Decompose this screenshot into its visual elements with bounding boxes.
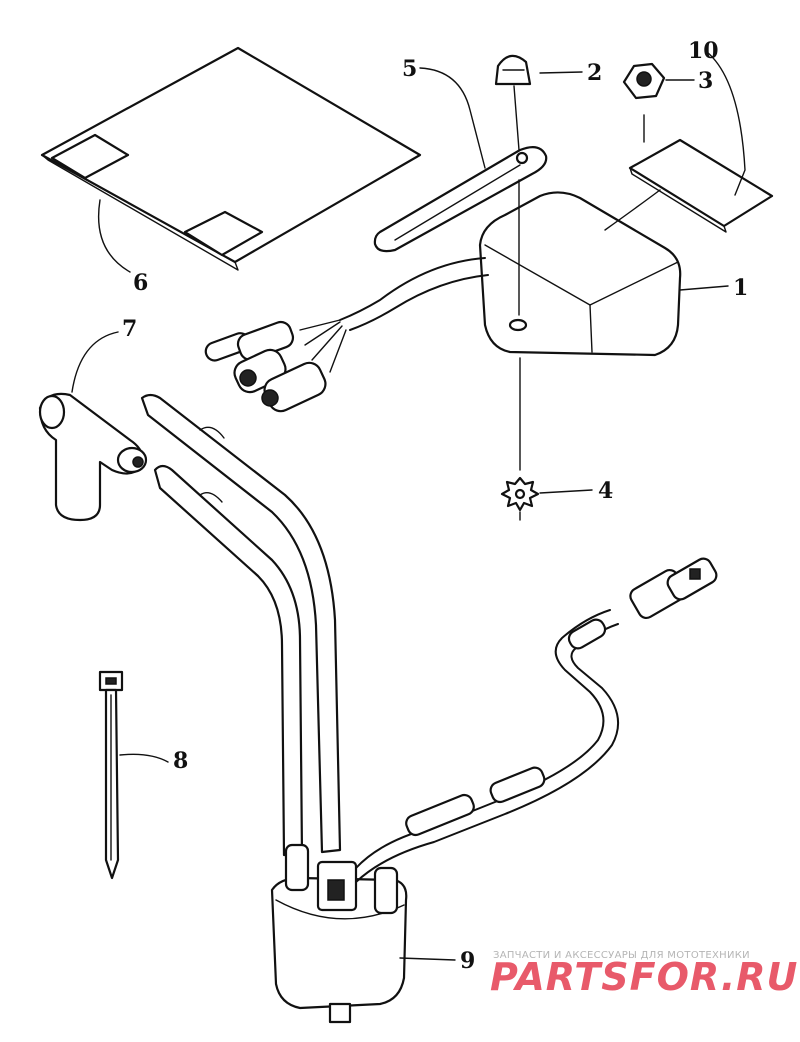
callout-10: 10 bbox=[688, 38, 719, 64]
cdi-harness bbox=[204, 257, 489, 413]
part-6-insulation-sheet bbox=[40, 46, 422, 271]
callout-5: 5 bbox=[402, 56, 417, 82]
callout-4: 4 bbox=[598, 478, 613, 504]
callout-3: 3 bbox=[698, 68, 713, 94]
callout-8: 8 bbox=[173, 748, 188, 774]
watermark-brand: PARTSFOR.RU bbox=[490, 955, 798, 999]
callout-1: 1 bbox=[733, 275, 748, 301]
part-8-cable-tie bbox=[98, 670, 124, 880]
watermark-tagline: ЗАПЧАСТИ И АКСЕССУАРЫ ДЛЯ МОТОТЕХНИКИ bbox=[493, 950, 750, 961]
callout-labels: 1 2 3 4 5 6 7 8 9 10 bbox=[122, 38, 748, 974]
part-3-hex-nut bbox=[622, 62, 666, 143]
high-tension-leads bbox=[140, 393, 342, 857]
callout-6: 6 bbox=[133, 270, 148, 296]
callout-7: 7 bbox=[122, 316, 137, 342]
part-10-pad bbox=[628, 138, 774, 233]
part-9-ignition-coil bbox=[270, 843, 408, 1024]
part-4-star-washer bbox=[500, 476, 540, 521]
coil-primary-wire bbox=[355, 557, 718, 883]
watermark-brand-for: FOR.RU bbox=[630, 955, 799, 999]
watermark-brand-parts: PARTS bbox=[490, 955, 630, 999]
watermark: ЗАПЧАСТИ И АКСЕССУАРЫ ДЛЯ МОТОТЕХНИКИ PA… bbox=[490, 950, 798, 999]
leader-lines bbox=[71, 51, 746, 961]
part-7-spark-plug-cap bbox=[38, 392, 148, 522]
callout-2: 2 bbox=[587, 60, 602, 86]
part-2-acorn-nut bbox=[494, 54, 532, 151]
part-5-ground-strap bbox=[373, 145, 548, 253]
part-1-cdi-module bbox=[478, 179, 682, 471]
callout-9: 9 bbox=[460, 948, 475, 974]
